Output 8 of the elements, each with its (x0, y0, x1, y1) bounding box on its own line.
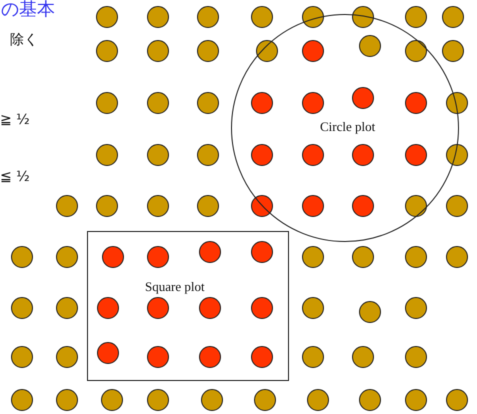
circle-plot-outline (231, 14, 459, 242)
title: の基本 (1, 0, 55, 20)
note-text: ≧ ½ (0, 112, 30, 128)
square-plot-outline (87, 231, 289, 381)
note-text: 除く (10, 31, 38, 49)
plot-label: Square plot (145, 279, 205, 295)
note-text: ≦ ½ (0, 169, 30, 185)
plot-label: Circle plot (320, 119, 376, 135)
